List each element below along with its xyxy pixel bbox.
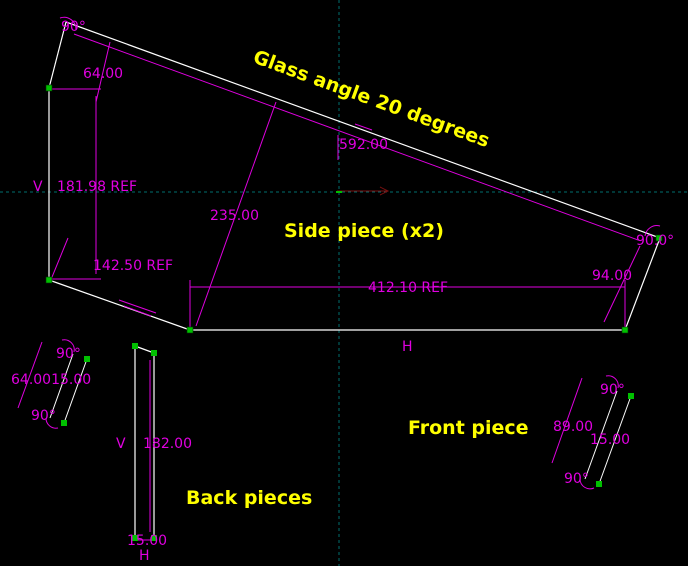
front-point-top (628, 393, 634, 399)
top-left-edge (48, 21, 67, 89)
front-piece: 90° 89.00 15.00 90° Front piece (408, 375, 634, 490)
lower-left-edge (48, 279, 191, 331)
dim-diag: 235.00 (210, 208, 259, 224)
left-small-edge-left (49, 353, 74, 419)
dim-top-width: 64.00 (83, 66, 123, 82)
front-edge-left (584, 390, 618, 480)
back-dim-height: 182.00 (143, 436, 192, 452)
front-edge-right (598, 395, 632, 485)
dim-right: 94.00 (592, 268, 632, 284)
slope-edge (65, 21, 661, 239)
dim-lower-left: 142.50 REF (93, 258, 173, 274)
point-right (655, 234, 663, 242)
dim-slope: 592.00 (339, 137, 388, 153)
left-small-dim-line (17, 341, 43, 409)
right-edge (624, 237, 661, 331)
side-piece-dimensions (49, 16, 661, 330)
side-piece-labels: Side piece (x2) Glass angle 20 degrees 9… (33, 19, 674, 355)
back-point-bottom-left (132, 535, 138, 541)
back-point-top-right (151, 350, 157, 356)
top-width-dimension-line (95, 41, 111, 103)
angle-arc-top-left (59, 16, 77, 31)
point-bottom-right (621, 326, 629, 334)
front-point-bottom (596, 481, 602, 487)
front-angle-bottom: 90° (564, 471, 589, 487)
lower-left-dimension-line (49, 237, 69, 283)
front-dim-line (551, 377, 583, 464)
front-angle-arc-bottom (579, 478, 595, 490)
front-angle-top: 90° (600, 382, 625, 398)
left-small-point-top (84, 356, 90, 362)
dim-height: 181.98 REF (57, 179, 137, 195)
constraint-v: V (33, 179, 43, 195)
dim-bottom: 412.10 REF (368, 280, 448, 296)
back-constraint-v: V (116, 436, 126, 452)
front-angle-arc-top (605, 375, 619, 389)
tangent-mark-lower-left-1 (118, 299, 157, 314)
side-piece-geometry (48, 21, 661, 331)
left-small-angle-top: 90° (56, 346, 81, 362)
side-piece-title: Side piece (x2) (284, 220, 444, 242)
back-piece: V 182.00 15.00 H Back pieces (116, 343, 312, 564)
back-edge-top (134, 345, 155, 354)
left-small-dim: 64.0015.00 (11, 372, 91, 388)
left-small-angle-bottom: 90° (31, 408, 56, 424)
angle-label-right: 90.0° (636, 233, 674, 249)
right-dimension-line (603, 245, 641, 323)
back-point-top-left (132, 343, 138, 349)
constraint-h: H (402, 339, 413, 355)
front-dim-width: 15.00 (590, 432, 630, 448)
left-small-angle-arc-top (61, 339, 75, 353)
front-dim-height: 89.00 (553, 419, 593, 435)
x-axis-arrowhead (379, 186, 390, 196)
back-dim-width: 15.00 (127, 533, 167, 549)
point-bottom-inner (186, 326, 194, 334)
back-point-bottom-right (151, 535, 157, 541)
tangent-mark-slope (354, 123, 373, 131)
back-pieces-title: Back pieces (186, 487, 312, 509)
front-piece-title: Front piece (408, 417, 529, 439)
point-top-left (45, 84, 53, 92)
side-piece-points (45, 84, 663, 334)
angle-arc-right (644, 225, 661, 237)
left-small-point-bottom (61, 420, 67, 426)
slope-dimension-line (73, 33, 639, 241)
left-small-angle-arc-bottom (45, 417, 59, 429)
left-small-piece: 90° 64.0015.00 90° (11, 339, 91, 429)
point-bottom-left (45, 276, 53, 284)
back-constraint-h: H (139, 548, 150, 564)
left-small-edge-right (63, 358, 88, 424)
tangent-mark-lower-left-2 (123, 305, 152, 317)
diag-dimension-line (195, 101, 277, 327)
angle-label-top-left: 90° (61, 19, 86, 35)
